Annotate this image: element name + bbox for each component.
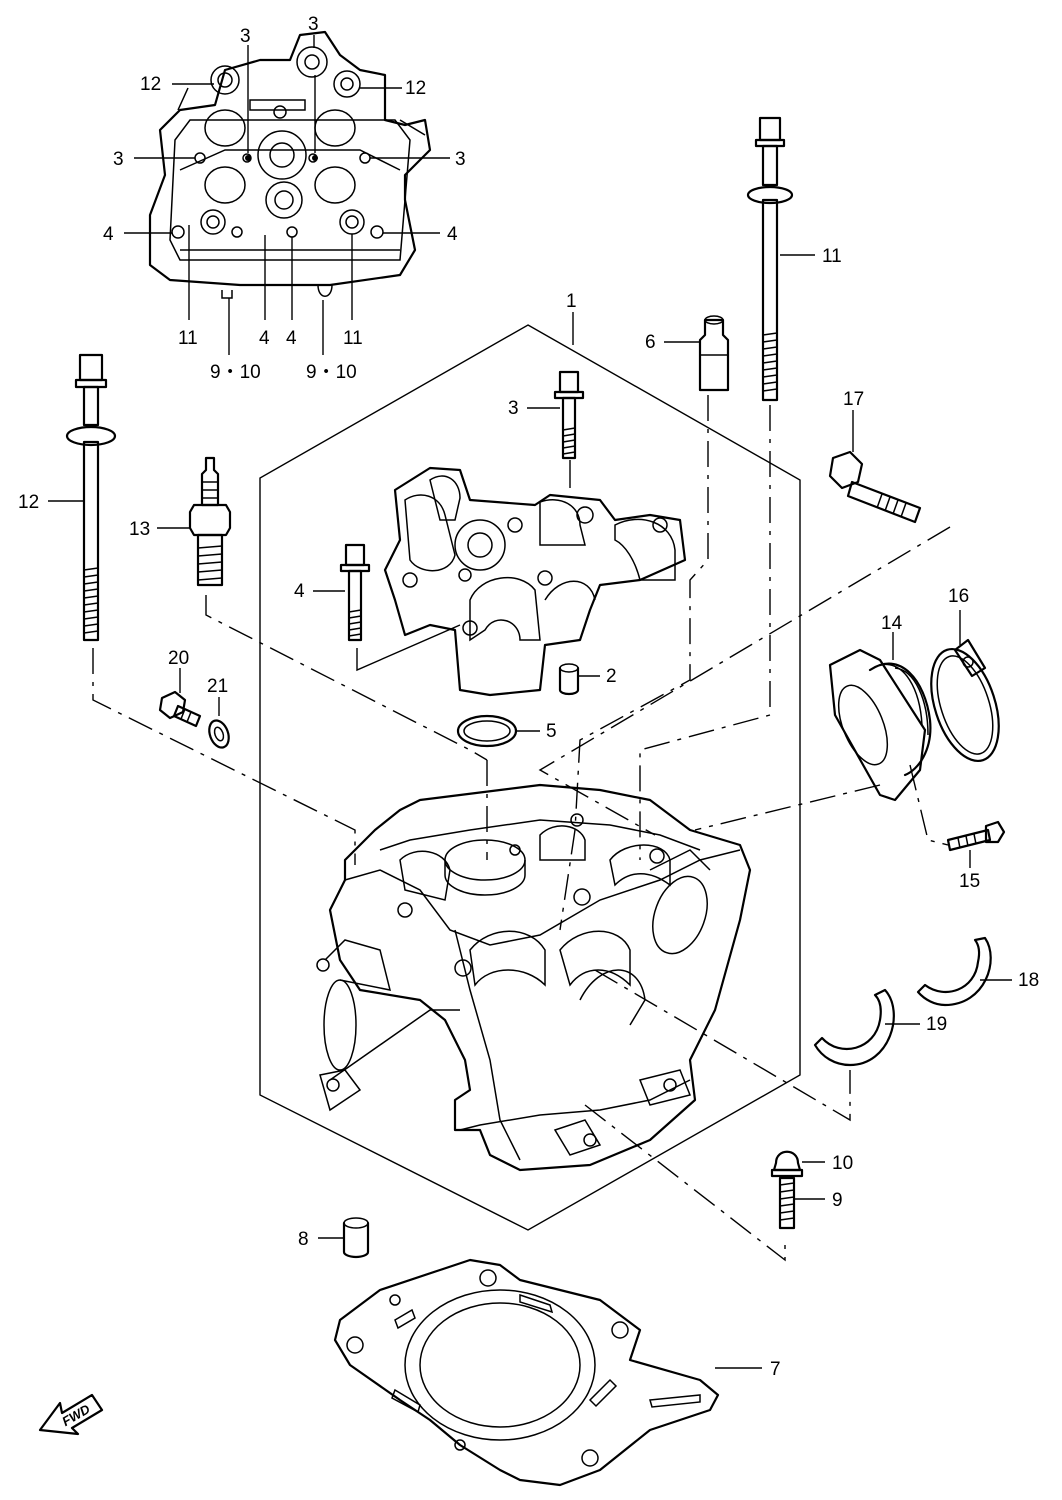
label-10: 10: [832, 1153, 853, 1174]
label-19: 19: [926, 1014, 947, 1035]
bolt-12: [65, 353, 117, 642]
label-7: 7: [770, 1359, 781, 1380]
stud-6: [698, 315, 730, 392]
cylinder-head: [316, 783, 752, 1172]
label-3-top-a: 3: [240, 26, 251, 47]
label-1: 1: [566, 291, 577, 312]
label-16: 16: [948, 586, 969, 607]
dowel-8: [342, 1217, 370, 1259]
label-12-top-left: 12: [140, 74, 161, 95]
fwd-arrow-icon: FWD: [38, 1393, 104, 1436]
label-17: 17: [843, 389, 864, 410]
label-3-top-b: 3: [308, 14, 319, 35]
camshaft-holder: [383, 466, 687, 697]
label-12-left: 12: [18, 492, 39, 513]
label-4-left: 4: [103, 224, 114, 245]
label-11-inset-left: 11: [178, 328, 198, 349]
label-6: 6: [645, 332, 656, 353]
label-3-holder: 3: [508, 398, 519, 419]
label-14: 14: [881, 613, 903, 634]
label-15: 15: [959, 871, 980, 892]
o-ring-5: [456, 714, 518, 748]
label-5: 5: [546, 721, 557, 742]
bolt-17: [828, 450, 922, 524]
label-20: 20: [168, 648, 189, 669]
assembly-boundary: [259, 324, 801, 1231]
label-11-right: 11: [822, 246, 842, 267]
intake-pipe-14: [828, 648, 932, 802]
label-8: 8: [298, 1229, 309, 1250]
label-3-right: 3: [455, 149, 466, 170]
spark-plug-13: [188, 456, 232, 587]
clamp-16: [930, 638, 1000, 763]
washer-21: [208, 719, 230, 749]
bolt-4-holder: [339, 543, 371, 642]
half-ring-18: [916, 936, 992, 1007]
bolt-11: [746, 116, 794, 402]
label-12-top-right: 12: [405, 78, 426, 99]
half-ring-19: [813, 988, 895, 1067]
label-9-10-right: 9・10: [306, 362, 357, 383]
head-gasket-7: [333, 1258, 720, 1487]
alignment-lines: [92, 395, 951, 1262]
inset-leaders: [124, 35, 450, 355]
bolt-15: [946, 820, 1006, 852]
label-4-inset-b: 4: [286, 328, 297, 349]
label-9: 9: [832, 1190, 843, 1211]
label-9-10-left: 9・10: [210, 362, 261, 383]
label-4-right: 4: [447, 224, 458, 245]
stud-9: [778, 1176, 796, 1230]
label-13: 13: [129, 519, 150, 540]
label-4-holder: 4: [294, 581, 305, 602]
dowel-pin-2: [558, 663, 580, 696]
label-3-left: 3: [113, 149, 124, 170]
label-4-inset-a: 4: [259, 328, 270, 349]
bolt-3-holder: [553, 370, 585, 460]
label-21: 21: [207, 676, 228, 697]
bolt-20: [158, 690, 202, 728]
head-top-view: [148, 30, 432, 299]
label-11-inset-right: 11: [343, 328, 363, 349]
label-18: 18: [1018, 970, 1039, 991]
label-2: 2: [606, 666, 617, 687]
nut-10: [770, 1150, 804, 1178]
